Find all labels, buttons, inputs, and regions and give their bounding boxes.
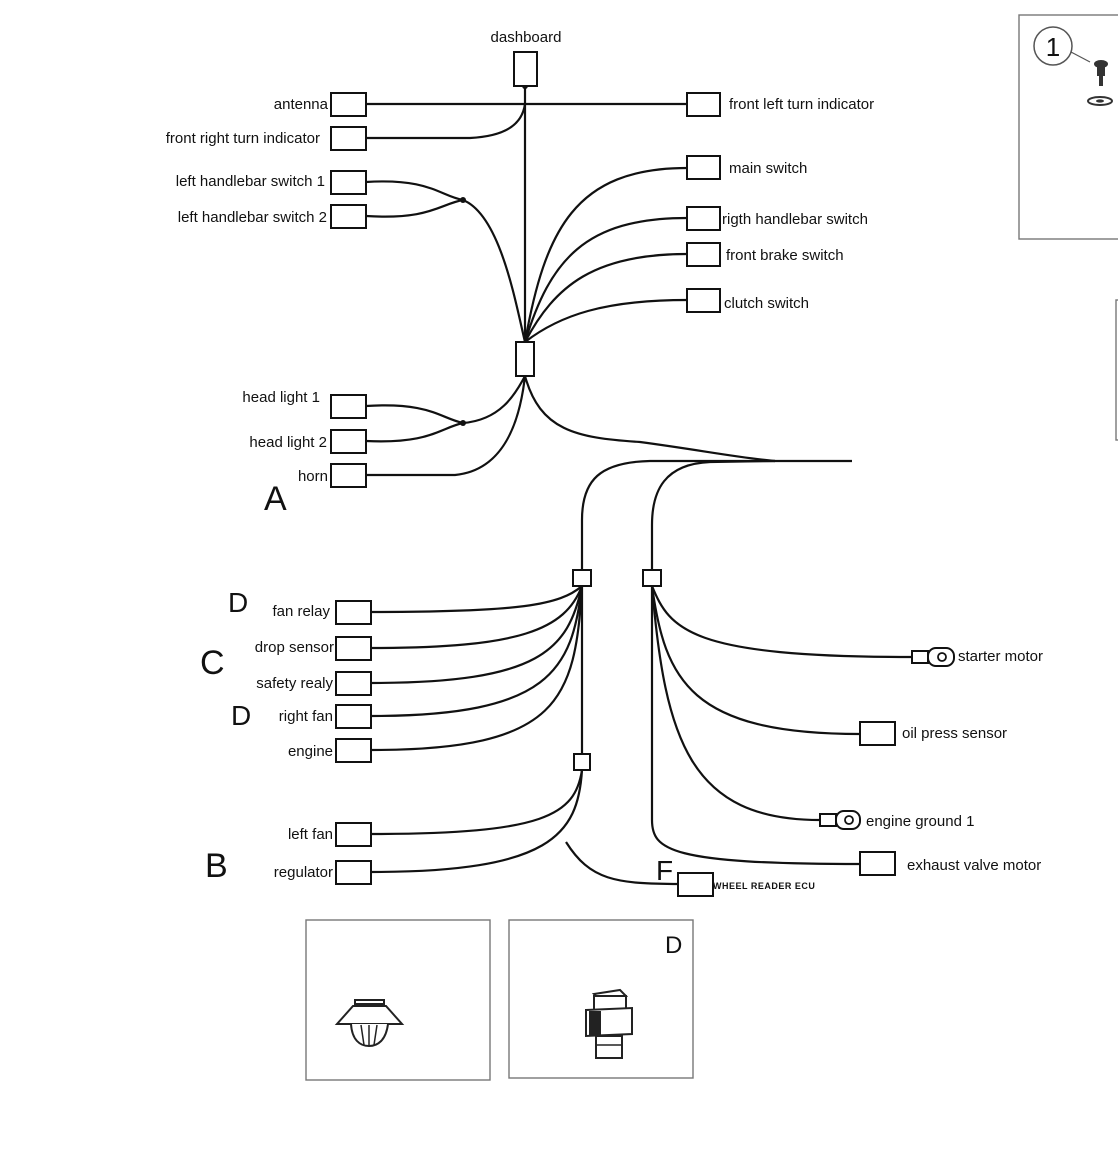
clutch-connector: [686, 288, 721, 313]
marker-c: C: [200, 644, 225, 682]
horn-label: horn: [298, 468, 328, 485]
marker-d-fan-relay: D: [228, 587, 248, 618]
main-connector: [515, 341, 535, 377]
main-switch-label: main switch: [729, 160, 807, 177]
ecu-label: WHEEL READER ECU: [713, 881, 815, 891]
front-right-turn-connector: [330, 126, 367, 151]
marker-d-right-fan: D: [231, 700, 251, 731]
main-switch-connector: [686, 155, 721, 180]
exhaust-valve-label: exhaust valve motor: [907, 857, 1041, 874]
drop-sensor-connector: [335, 636, 372, 661]
safety-relay-connector: [335, 671, 372, 696]
left-fan-connector: [335, 822, 372, 847]
clip-panel: [305, 919, 491, 1081]
fan-relay-label: fan relay: [272, 603, 330, 620]
callout-circle: [1033, 26, 1073, 66]
starter-motor-label: starter motor: [958, 648, 1043, 665]
engine-label: engine: [288, 743, 333, 760]
wires: [365, 86, 913, 886]
left-switch-2-connector: [330, 204, 367, 229]
junction-dot: [460, 420, 466, 426]
dashboard-connector: [513, 51, 538, 87]
regulator-label: regulator: [274, 864, 333, 881]
marker-f: F: [656, 855, 673, 886]
right-branch-connector: [642, 569, 662, 587]
left-switch-2-label: left handlebar switch 2: [178, 209, 327, 226]
front-brake-label: front brake switch: [726, 247, 844, 264]
right-fan-connector: [335, 704, 372, 729]
b-branch-connector: [573, 753, 591, 771]
safety-relay-label: safety realy: [256, 675, 333, 692]
left-switch-1-connector: [330, 170, 367, 195]
oil-press-connector: [859, 721, 896, 746]
left-switch-1-label: left handlebar switch 1: [176, 173, 325, 190]
push-clip-icon: [334, 999, 405, 1048]
horn-connector: [330, 463, 367, 488]
head-light-2-connector: [330, 429, 367, 454]
dashboard-label: dashboard: [491, 29, 562, 46]
clutch-label: clutch switch: [724, 295, 809, 312]
front-left-turn-label: front left turn indicator: [729, 96, 874, 113]
right-fan-label: right fan: [279, 708, 333, 725]
regulator-connector: [335, 860, 372, 885]
marker-a: A: [264, 480, 287, 518]
head-light-2-label: head light 2: [249, 434, 327, 451]
front-right-turn-label: front right turn indicator: [166, 130, 320, 147]
ecu-connector: [677, 872, 714, 897]
relay-panel: D: [508, 919, 694, 1079]
engine-ground-label: engine ground 1: [866, 813, 974, 830]
right-switch-label: rigth handlebar switch: [722, 211, 868, 228]
front-left-turn-connector: [686, 92, 721, 117]
exhaust-valve-connector: [859, 851, 896, 876]
left-fan-label: left fan: [288, 826, 333, 843]
ground-terminal-icon: [819, 810, 861, 830]
callout-panel: 1: [1018, 14, 1118, 240]
starter-terminal-icon: [911, 647, 955, 667]
drop-sensor-label: drop sensor: [255, 639, 334, 656]
right-switch-connector: [686, 206, 721, 231]
junction-dot: [460, 197, 466, 203]
left-branch-connector: [572, 569, 592, 587]
marker-b: B: [205, 847, 228, 885]
head-light-1-connector: [330, 394, 367, 419]
head-light-1-label: head light 1: [242, 389, 320, 406]
engine-connector: [335, 738, 372, 763]
oil-press-label: oil press sensor: [902, 725, 1007, 742]
callout-number: 1: [1046, 32, 1060, 62]
front-brake-connector: [686, 242, 721, 267]
relay-icon: [585, 988, 633, 1059]
antenna-connector: [330, 92, 367, 117]
relay-panel-marker: D: [665, 932, 682, 959]
bolt-icon: [1087, 60, 1113, 106]
fan-relay-connector: [335, 600, 372, 625]
cutoff-panel: [1115, 299, 1118, 441]
antenna-label: antenna: [274, 96, 329, 113]
